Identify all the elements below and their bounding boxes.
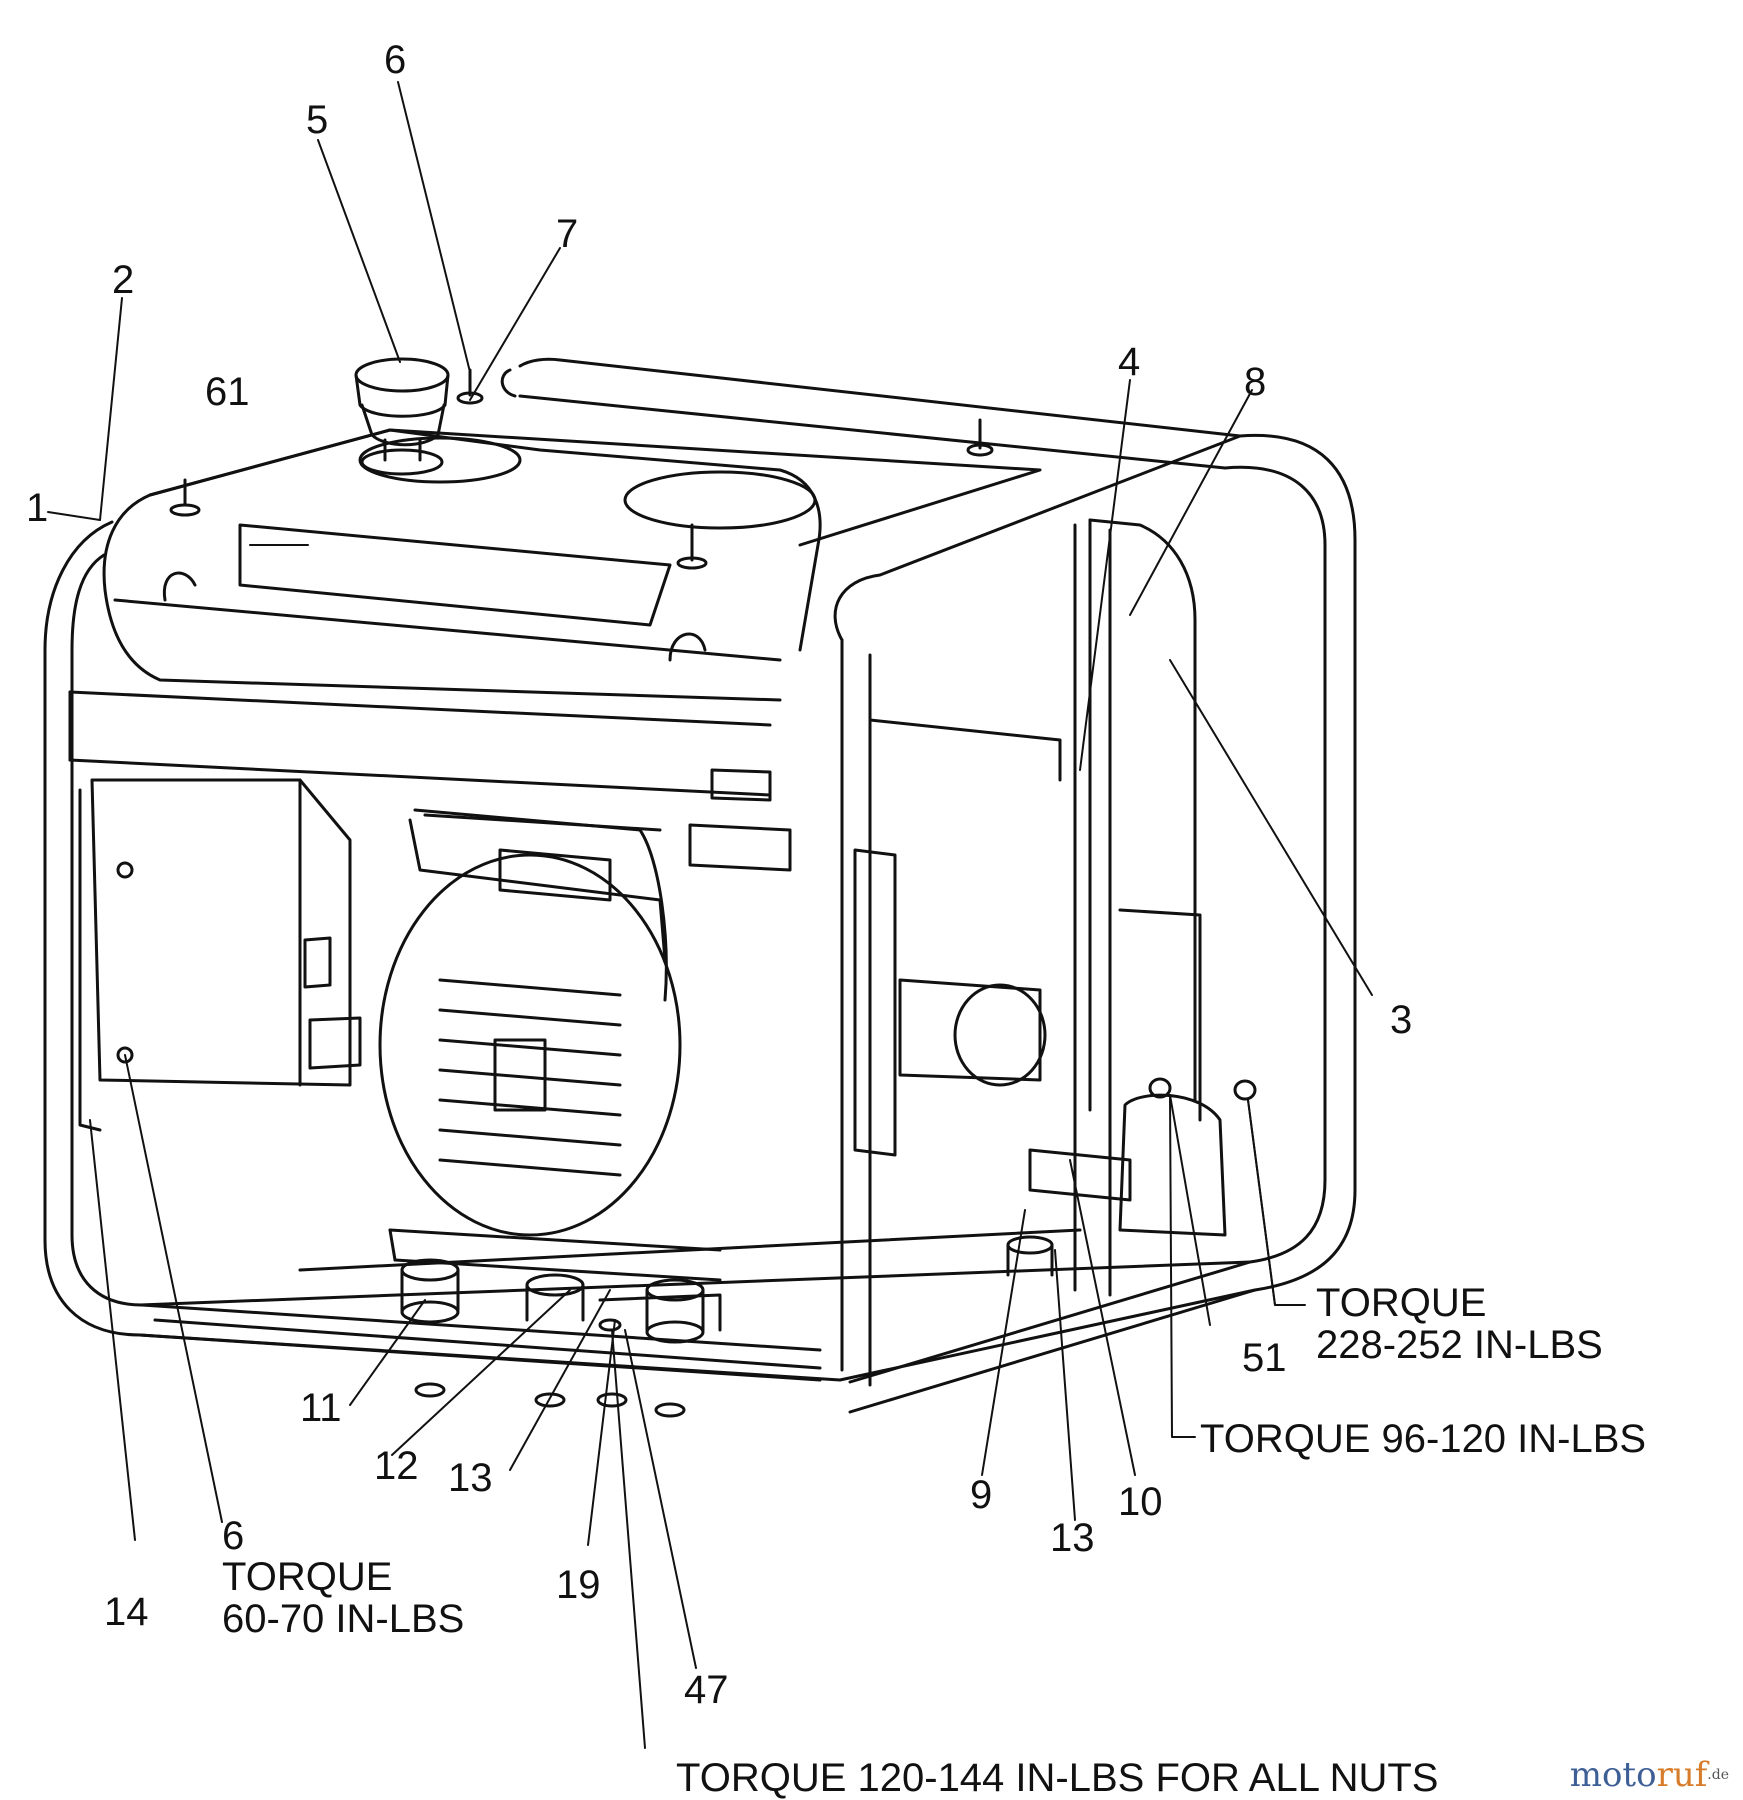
- callout-8: 8: [1244, 360, 1267, 404]
- callout-51: 51: [1242, 1336, 1287, 1380]
- callout-1: 1: [26, 486, 49, 530]
- fuel-tank: [102, 428, 1042, 702]
- callout-6-top: 6: [384, 38, 407, 82]
- top-bolts: [169, 368, 994, 570]
- torque-note-bottom: TORQUE 120-144 IN-LBS FOR ALL NUTS: [676, 1756, 1439, 1800]
- callout-11: 11: [300, 1386, 342, 1430]
- callout-61: 61: [205, 370, 250, 414]
- torque-note-mid: TORQUE 96-120 IN-LBS: [1200, 1417, 1647, 1461]
- callout-13-right: 13: [1050, 1516, 1095, 1560]
- torque-note-right-line1: TORQUE: [1316, 1281, 1487, 1325]
- torque-note-right: TORQUE 228-252 IN-LBS: [1316, 1282, 1603, 1366]
- engine-side: [1088, 518, 1227, 1237]
- torque-note-panel: TORQUE 60-70 IN-LBS: [222, 1556, 464, 1640]
- base-plate: [138, 1228, 1257, 1382]
- watermark-logo: motoruf.de: [1570, 1756, 1729, 1794]
- torque-note-panel-line1: TORQUE: [222, 1555, 393, 1599]
- callout-47: 47: [684, 1668, 729, 1712]
- alternator-endbell: [378, 808, 682, 1237]
- callout-7: 7: [556, 212, 579, 256]
- callout-14: 14: [104, 1590, 149, 1634]
- callout-6-bottom: 6: [222, 1514, 245, 1558]
- callout-3: 3: [1390, 998, 1413, 1042]
- frame-right-loop: [500, 357, 1357, 1414]
- callout-9: 9: [970, 1473, 993, 1517]
- torque-note-panel-line2: 60-70 IN-LBS: [222, 1597, 465, 1641]
- watermark-part2: ruf: [1656, 1755, 1708, 1795]
- bottom-nuts: [414, 1077, 1257, 1418]
- fuel-cap: [354, 357, 450, 476]
- leader-lines: [47, 81, 1373, 1749]
- watermark-part3: .de: [1707, 1767, 1729, 1783]
- torque-note-right-line2: 228-252 IN-LBS: [1316, 1323, 1603, 1367]
- callout-19: 19: [556, 1563, 601, 1607]
- callout-2: 2: [112, 258, 135, 302]
- cross-rail: [68, 690, 772, 802]
- watermark-part1: moto: [1569, 1755, 1657, 1795]
- callout-13-left: 13: [448, 1456, 493, 1500]
- callout-5: 5: [306, 98, 329, 142]
- callout-4: 4: [1118, 340, 1141, 384]
- frame-left-loop: [43, 520, 822, 1382]
- callout-10: 10: [1118, 1480, 1163, 1524]
- carb-air-filter: [853, 718, 1132, 1202]
- upright-bar: [1073, 523, 1112, 1297]
- control-panel: [78, 778, 362, 1132]
- callout-12: 12: [374, 1444, 419, 1488]
- engine-block: [408, 813, 792, 962]
- engine-mounts: [388, 1228, 1054, 1344]
